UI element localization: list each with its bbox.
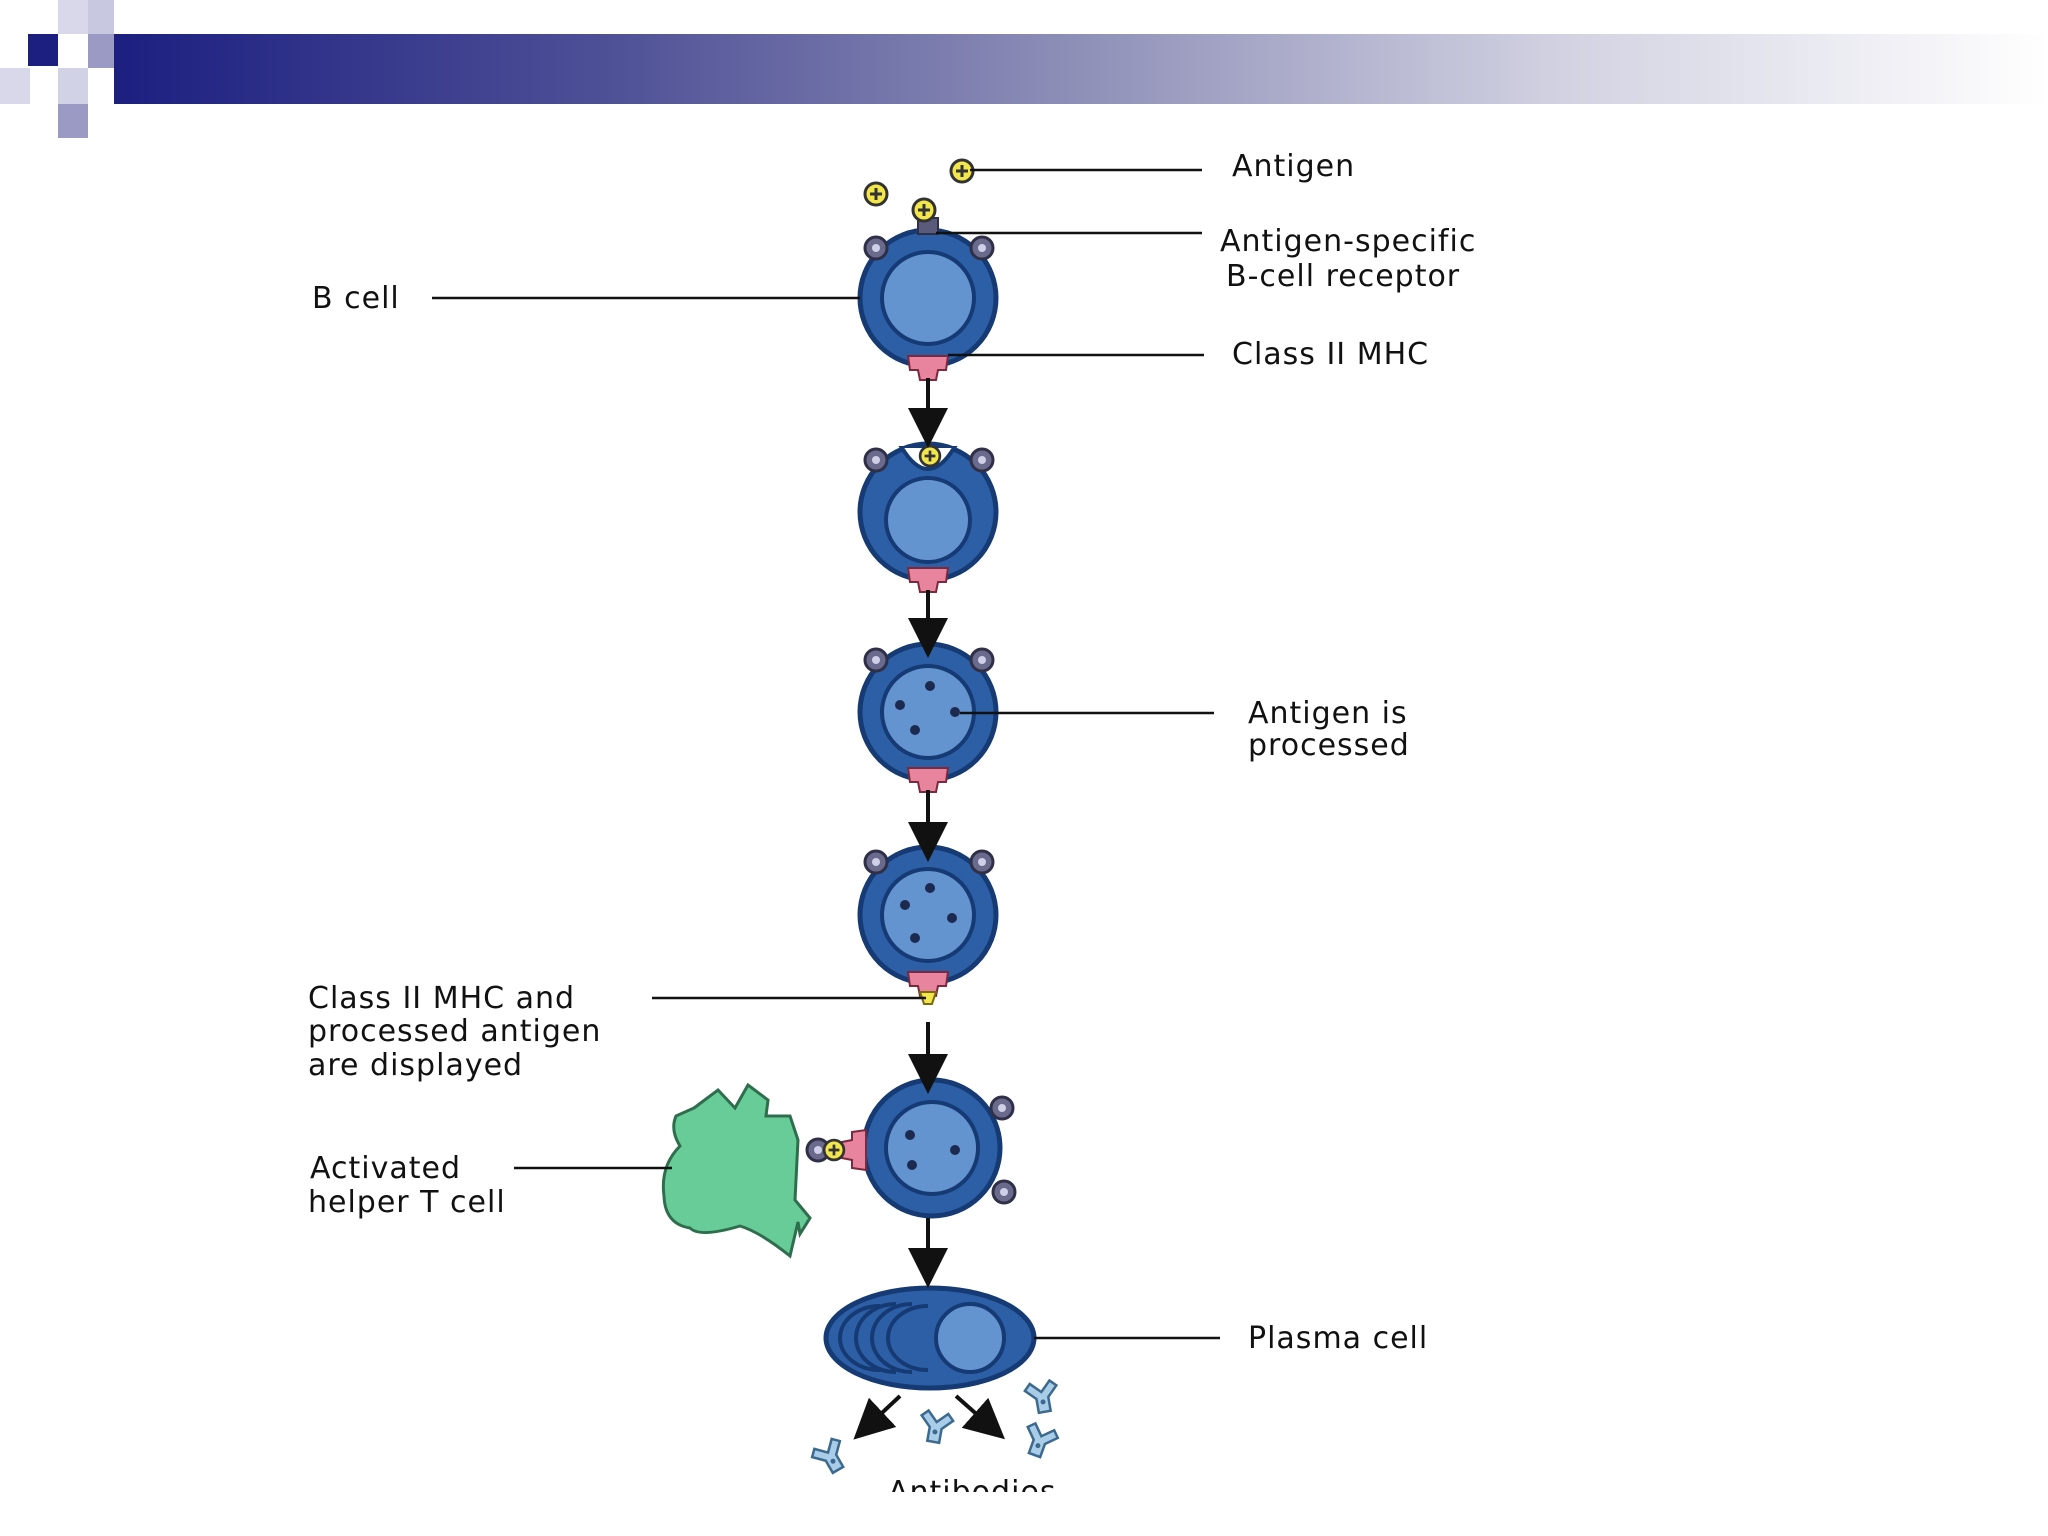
- slide-header-decoration: [0, 0, 2048, 140]
- header-square-light: [58, 0, 88, 34]
- b-cell-stage-2: [857, 441, 999, 593]
- antigen-icon: [822, 1138, 846, 1162]
- header-square-mid: [58, 104, 88, 138]
- b-cell-stage-5: [661, 1077, 1017, 1259]
- label-antigen: Antigen: [1232, 149, 1356, 184]
- endoplasmic-reticulum: [838, 1304, 881, 1372]
- b-cell-interior: [884, 1100, 980, 1196]
- mhc-icon: [907, 567, 949, 593]
- antibody-icon: [1022, 1378, 1062, 1416]
- header-square-light: [88, 0, 114, 34]
- mhc-icon: [841, 1129, 867, 1171]
- receptor-icon: [991, 1179, 1017, 1205]
- label-b-cell: B cell: [312, 281, 400, 316]
- label-receptor-line2: B-cell receptor: [1226, 259, 1461, 294]
- label-receptor-line1: Antigen-specific: [1220, 224, 1477, 259]
- label-antibodies-clip: Antibodies: [880, 1470, 1120, 1493]
- b-cell-stage-4: [857, 844, 999, 1005]
- antigen-icon: [863, 181, 889, 207]
- receptor-icon: [969, 447, 995, 473]
- helper-t-cell-shape: [661, 1082, 812, 1259]
- label-display-line2: processed antigen: [308, 1014, 602, 1049]
- antigen-fragment: [925, 883, 935, 893]
- antigen-fragment: [950, 1145, 960, 1155]
- b-cell-stage-1: [857, 158, 999, 381]
- label-helper-line2: helper T cell: [308, 1185, 506, 1220]
- receptor-icon: [969, 849, 995, 875]
- antigen-fragment: [895, 700, 905, 710]
- b-cell-interior: [884, 476, 972, 564]
- b-cell-interior: [880, 250, 976, 346]
- label-display-line1: Class II MHC and: [308, 981, 576, 1016]
- antigen-fragment: [907, 1160, 917, 1170]
- label-display-line3: are displayed: [308, 1048, 524, 1083]
- b-cell-interior: [880, 867, 976, 963]
- antibody-icon: [1018, 1420, 1062, 1462]
- antibody-group: [807, 1378, 1062, 1480]
- label-processed-line1: Antigen is: [1248, 696, 1408, 731]
- receptor-icon: [863, 235, 889, 261]
- label-mhc: Class II MHC: [1232, 337, 1430, 372]
- mhc-icon: [907, 355, 949, 381]
- flow-arrow: [954, 1394, 1005, 1440]
- header-square-mid: [88, 34, 114, 68]
- b-cell-stage-3: [857, 641, 999, 793]
- receptor-icon: [969, 235, 995, 261]
- plasma-cell-nucleus: [934, 1302, 1006, 1374]
- antigen-fragment: [925, 681, 935, 691]
- antigen-fragment: [900, 900, 910, 910]
- flow-arrows: [853, 378, 1005, 1440]
- antigen-fragment: [947, 913, 957, 923]
- label-helper-line1: Activated: [310, 1151, 461, 1186]
- antigen-fragment: [910, 933, 920, 943]
- antibody-icon: [916, 1408, 956, 1446]
- label-processed-line2: processed: [1248, 728, 1410, 763]
- receptor-icon: [969, 647, 995, 673]
- antigen-fragment: [905, 1130, 915, 1140]
- receptor-icon: [863, 647, 889, 673]
- antibody-icon: [807, 1434, 854, 1480]
- antigen-icon: [949, 158, 975, 184]
- flow-arrow: [853, 1394, 902, 1440]
- mhc-icon: [907, 767, 949, 793]
- receptor-icon: [863, 849, 889, 875]
- header-square-light: [0, 68, 30, 104]
- antigen-icon: [918, 444, 942, 468]
- receptor-icon: [989, 1095, 1015, 1121]
- receptor-icon: [911, 197, 937, 223]
- antigen-fragment: [950, 707, 960, 717]
- antigen-fragment: [910, 725, 920, 735]
- receptor-icon: [863, 447, 889, 473]
- leader-lines: [432, 168, 1220, 1340]
- label-plasma-cell: Plasma cell: [1248, 1321, 1429, 1356]
- plasma-cell: [823, 1285, 1037, 1391]
- header-gradient-bar: [114, 34, 2048, 104]
- displayed-antigen-icon: [918, 991, 938, 1005]
- label-antibodies: Antibodies: [888, 1476, 1057, 1493]
- header-square-light: [58, 68, 88, 104]
- header-square-dark: [28, 34, 58, 66]
